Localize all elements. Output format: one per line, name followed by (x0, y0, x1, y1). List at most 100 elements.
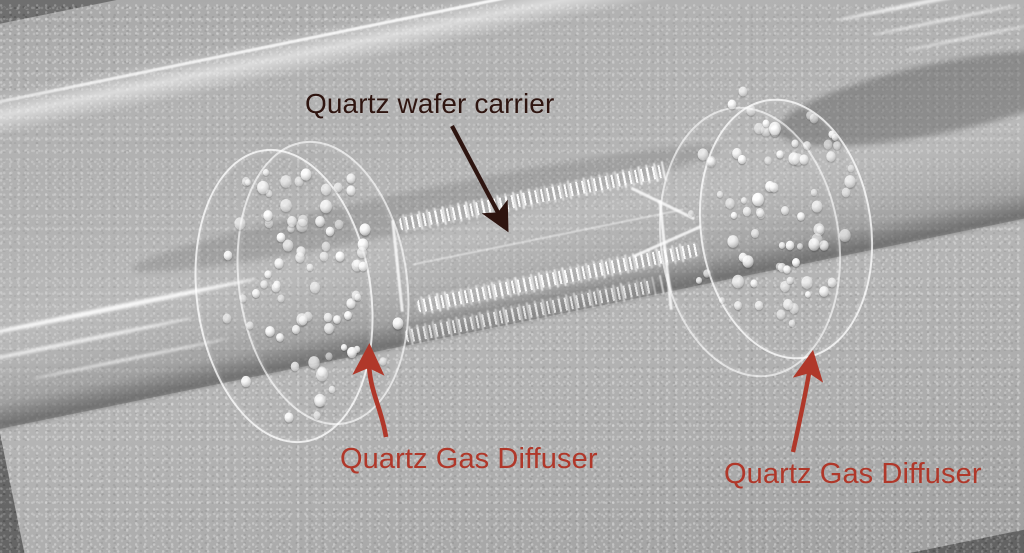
diffuser-nozzle-bump (776, 150, 785, 159)
diffuser-nozzle-bump (783, 299, 794, 311)
diffuser-nozzle-bump (245, 179, 252, 186)
diffuser-nozzle-bump (804, 291, 811, 299)
diffuser-nozzle-bump (277, 294, 285, 303)
diffuser-nozzle-bump (246, 321, 255, 330)
diffuser-nozzle-bump (778, 262, 787, 272)
diffuser-nozzle-bump (274, 258, 284, 269)
diffuser-nozzle-bump (306, 263, 314, 272)
diffuser-nozzle-bump (730, 211, 738, 220)
diffuser-nozzle-bump (819, 286, 829, 298)
diffuser-nozzle-bump (358, 261, 368, 272)
diffuser-nozzle-bump (234, 217, 246, 231)
diffuser-nozzle-bump (323, 322, 334, 334)
diffuser-nozzle-bump (351, 259, 363, 272)
diffuser-nozzle-bump (333, 182, 343, 193)
diffuser-nozzle-bump (750, 279, 758, 288)
diffuser-nozzle-bump (791, 258, 800, 268)
diffuser-nozzle-bump (333, 315, 342, 325)
diffuser-nozzle-bump (320, 183, 332, 195)
diffuser-nozzle-bump (695, 276, 702, 284)
diffuser-nozzle-bump (313, 410, 321, 420)
diffuser-nozzle-bump (296, 245, 306, 257)
arrow-to-diffuser-right (790, 349, 824, 453)
diffuser-nozzle-bump (811, 200, 823, 213)
diffuser-nozzle-bump (310, 282, 321, 294)
diffuser-nozzle-bump (346, 298, 356, 309)
diffuser-nozzle-bump (223, 250, 232, 260)
diffuser-nozzle-bump (282, 239, 294, 252)
diffuser-nozzle-bump (325, 352, 333, 361)
diffuser-nozzle-bump (294, 176, 304, 187)
diffuser-nozzle-bump (357, 238, 369, 251)
diffuser-nozzle-bump (754, 300, 763, 311)
diffuser-nozzle-bump (314, 393, 327, 408)
diffuser-nozzle-bump (356, 246, 367, 259)
label-quartz-wafer-carrier: Quartz wafer carrier (305, 88, 555, 119)
diffuser-nozzle-bump (316, 368, 329, 382)
diffuser-nozzle-bump (848, 165, 855, 173)
diffuser-nozzle-bump (315, 216, 326, 228)
diffuser-nozzle-bump (275, 332, 284, 342)
diffuser-nozzle-bump (347, 347, 358, 359)
diffuser-nozzle-bump (742, 206, 751, 216)
diffuser-nozzle-bump (785, 241, 795, 251)
diffuser-nozzle-bump (769, 182, 779, 193)
diffuser-nozzle-bump (833, 140, 842, 150)
diffuser-nozzle-bump (262, 210, 273, 221)
diffuser-nozzle-bump (328, 385, 336, 394)
diffuser-nozzle-bump (799, 154, 809, 165)
diffuser-nozzle-bump (813, 223, 825, 236)
diffuser-nozzle-bump (265, 189, 273, 198)
diffuser-nozzle-bump (786, 277, 794, 285)
diffuser-nozzle-bump (760, 124, 772, 137)
diffuser-nozzle-bump (783, 264, 791, 274)
diffuser-nozzle-bump (776, 309, 786, 320)
diffuser-nozzle-bump (320, 199, 333, 213)
diffuser-nozzle-bump (750, 228, 759, 238)
diffuser-nozzle-bump (764, 181, 775, 193)
diffuser-nozzle-bump (753, 123, 764, 135)
diffuser-nozzle-bump (346, 184, 356, 196)
diffuser-nozzle-bump (780, 281, 790, 293)
diffuser-nozzle-bump (257, 181, 270, 195)
diffuser-nozzle-bump (346, 173, 356, 184)
diffuser-nozzle-bump (264, 326, 275, 337)
diffuser-nozzle-bump (808, 238, 820, 251)
diffuser-nozzle-bump (810, 188, 818, 196)
diffuser-nozzle-bump (351, 290, 361, 301)
diffuser-nozzle-bump (325, 226, 334, 237)
diffuser-nozzle-bump (797, 242, 804, 250)
diffuser-nozzle-bump (839, 228, 851, 242)
diffuser-nozzle-bump (321, 241, 331, 252)
diffuser-nozzle-bump (260, 280, 268, 290)
diffuser-nozzle-bump (755, 207, 764, 218)
diffuser-nozzle-bump (781, 206, 790, 216)
diffuser-nozzle-bump (732, 147, 743, 159)
diffuser-nozzle-bump (271, 282, 281, 293)
diffuser-nozzle-bump (286, 216, 297, 228)
diffuser-nozzle-bump (740, 196, 747, 204)
diffuser-nozzle-bump (746, 105, 757, 117)
diffuser-nozzle-bump (687, 210, 694, 218)
diffuser-nozzle-bump (718, 296, 725, 304)
diffuser-nozzle-bump (823, 139, 833, 150)
diffuser-nozzle-bump (738, 86, 748, 97)
diffuser-nozzle-bump (319, 251, 329, 262)
diffuser-nozzle-bump (827, 277, 837, 288)
label-quartz-gas-diffuser-right: Quartz Gas Diffuser (724, 458, 982, 490)
diffuser-nozzle-bump (240, 375, 251, 387)
diffuser-nozzle-bump (789, 319, 796, 327)
diffuser-nozzle-bump (307, 355, 320, 369)
diffuser-nozzle-bump (280, 199, 293, 213)
diffuser-nozzle-bump (280, 175, 292, 189)
diffuser-nozzle-bump (717, 190, 724, 198)
label-quartz-gas-diffuser-left: Quartz Gas Diffuser (340, 443, 598, 475)
diffuser-nozzle-bump (324, 312, 333, 323)
diffuser-nozzle-bump (779, 242, 786, 250)
diffuser-nozzle-bump (703, 269, 712, 279)
diffuser-nozzle-bump (292, 325, 301, 335)
diffuser-nozzle-bump (797, 212, 806, 222)
diffuser-nozzle-bump (287, 224, 296, 233)
